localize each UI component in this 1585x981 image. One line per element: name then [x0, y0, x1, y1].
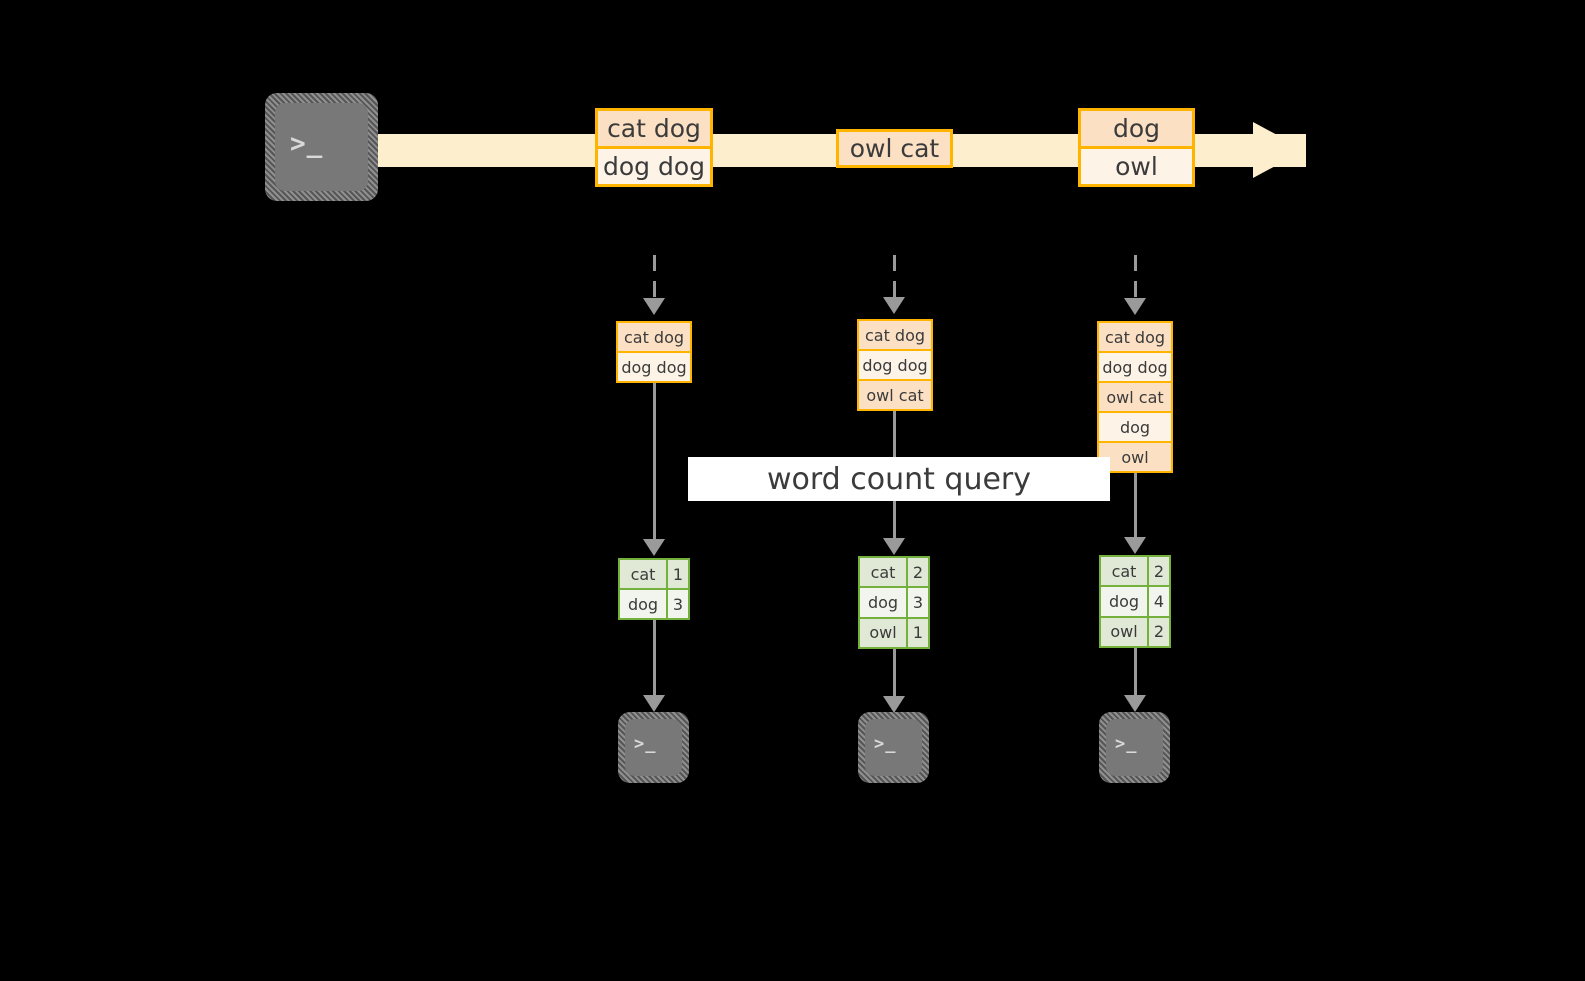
stream-event-group-1: cat dog dog dog — [595, 108, 713, 187]
terminal-face — [275, 103, 368, 191]
query-label-text: word count query — [766, 461, 1032, 497]
result-count: 1 — [666, 560, 688, 588]
result-row: dog 4 — [1101, 585, 1169, 616]
sink-arrow-head-3 — [1124, 695, 1146, 712]
result-count: 3 — [666, 590, 688, 618]
batch-input-row: owl cat — [859, 379, 931, 409]
sink-arrow-line-1 — [653, 620, 656, 695]
result-count: 1 — [906, 618, 928, 647]
batch-input-row: cat dog — [1099, 323, 1171, 351]
trigger-arrow-line-1 — [653, 255, 656, 298]
result-word: dog — [627, 594, 659, 614]
stream-event-group-3: dog owl — [1078, 108, 1195, 187]
batch-input-row: dog dog — [1099, 351, 1171, 381]
batch-2-result-table: cat 2 dog 3 owl 1 — [858, 556, 930, 649]
result-word: owl — [869, 623, 897, 643]
query-arrow-head-1 — [643, 539, 665, 556]
sink-arrow-head-1 — [643, 695, 665, 712]
result-row: cat 2 — [1101, 557, 1169, 586]
terminal-face — [625, 719, 682, 776]
batch-input-row: cat dog — [618, 323, 690, 351]
stream-event-row: cat dog — [598, 111, 710, 146]
batch-input-row: dog dog — [618, 351, 690, 381]
batch-3-sink-terminal-icon: >_ — [1099, 712, 1170, 783]
query-label-band: word count query — [688, 457, 1110, 501]
result-count: 3 — [906, 588, 928, 617]
terminal-prompt-glyph: >_ — [1115, 734, 1138, 754]
batch-1-input-table: cat dog dog dog — [616, 321, 692, 383]
query-arrow-head-3 — [1124, 537, 1146, 554]
stream-event-row: owl cat — [839, 132, 950, 165]
terminal-prompt-glyph: >_ — [874, 734, 897, 754]
batch-input-row: owl — [1099, 441, 1171, 471]
source-terminal-icon: >_ — [265, 93, 378, 201]
result-row: cat 1 — [620, 560, 688, 588]
terminal-prompt-glyph: >_ — [290, 129, 324, 159]
result-count: 2 — [1147, 617, 1169, 646]
stream-event-group-2: owl cat — [836, 129, 953, 168]
trigger-arrow-line-3 — [1134, 255, 1137, 298]
batch-1-sink-terminal-icon: >_ — [618, 712, 689, 783]
batch-input-row: dog dog — [859, 349, 931, 379]
stream-event-row: dog dog — [598, 146, 710, 184]
trigger-arrow-line-2 — [893, 255, 896, 297]
batch-2-input-table: cat dog dog dog owl cat — [857, 319, 933, 411]
trigger-arrow-head-1 — [643, 298, 665, 315]
result-word: cat — [630, 564, 656, 584]
terminal-face — [865, 719, 922, 776]
sink-arrow-line-2 — [893, 649, 896, 696]
result-row: cat 2 — [860, 558, 928, 587]
result-count: 2 — [906, 558, 928, 587]
batch-input-row: dog — [1099, 411, 1171, 441]
result-count: 4 — [1147, 587, 1169, 616]
stream-arrowhead — [1253, 122, 1305, 178]
query-arrow-head-2 — [883, 538, 905, 555]
result-row: dog 3 — [620, 588, 688, 618]
batch-1-result-table: cat 1 dog 3 — [618, 558, 690, 620]
result-word: cat — [870, 562, 896, 582]
terminal-face — [1106, 719, 1163, 776]
trigger-arrow-head-3 — [1124, 298, 1146, 315]
result-row: owl 1 — [860, 616, 928, 647]
terminal-prompt-glyph: >_ — [634, 734, 657, 754]
batch-input-row: owl cat — [1099, 381, 1171, 411]
result-word: dog — [867, 592, 899, 612]
result-word: cat — [1111, 561, 1137, 581]
query-arrow-line-1 — [653, 383, 656, 539]
sink-arrow-line-3 — [1134, 648, 1137, 695]
result-word: owl — [1110, 622, 1138, 642]
result-word: dog — [1108, 591, 1140, 611]
result-count: 2 — [1147, 557, 1169, 586]
trigger-arrow-head-2 — [883, 297, 905, 314]
stream-event-row: dog — [1081, 111, 1192, 146]
sink-arrow-head-2 — [883, 696, 905, 713]
batch-input-row: cat dog — [859, 321, 931, 349]
result-row: dog 3 — [860, 586, 928, 617]
query-arrow-line-3 — [1134, 473, 1137, 537]
stream-event-row: owl — [1081, 146, 1192, 184]
result-row: owl 2 — [1101, 615, 1169, 646]
batch-3-result-table: cat 2 dog 4 owl 2 — [1099, 555, 1171, 648]
batch-2-sink-terminal-icon: >_ — [858, 712, 929, 783]
batch-3-input-table: cat dog dog dog owl cat dog owl — [1097, 321, 1173, 473]
